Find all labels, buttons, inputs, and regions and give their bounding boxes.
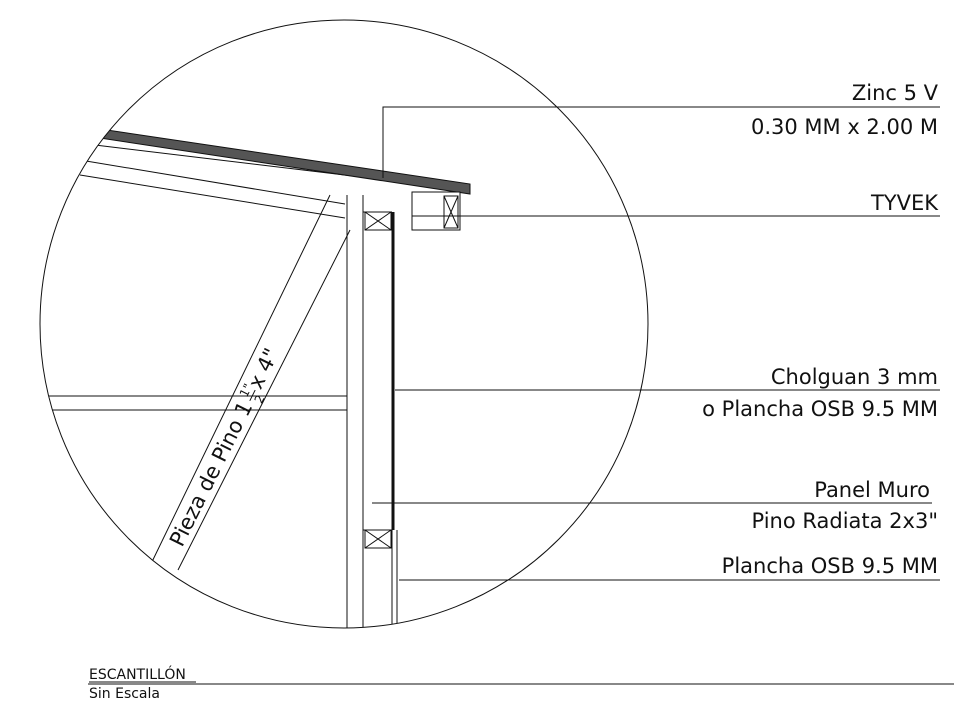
wall-panel-frame (363, 211, 393, 628)
label-cholguan-1: Cholguan 3 mm (771, 365, 938, 389)
brace-frac-num: 1" (237, 381, 255, 399)
diagonal-brace (147, 194, 351, 571)
label-zinc-1: Zinc 5 V (852, 81, 939, 105)
brace-label-prefix: Pieza de Pino 1 (165, 398, 257, 551)
brace-label-suffix: x 4" (244, 344, 284, 392)
blocking-fascia (443, 195, 459, 229)
fascia-board (411, 191, 461, 231)
label-cholguan-2: o Plancha OSB 9.5 MM (702, 397, 938, 421)
label-panel-1: Panel Muro (814, 478, 930, 502)
footer-title: ESCANTILLÓN (89, 665, 186, 683)
blocking-top (364, 211, 392, 231)
label-zinc-2: 0.30 MM x 2.00 M (751, 115, 938, 139)
vertical-post (346, 195, 364, 628)
detail-circle (39, 19, 649, 629)
horizontal-beam (40, 395, 347, 411)
zinc-roof-sheet (79, 125, 471, 195)
brace-frac-den: 2 (252, 393, 268, 406)
brace-label: Pieza de Pino 1 1" 2 x 4" (165, 344, 284, 551)
label-panel-2: Pino Radiata 2x3" (752, 509, 939, 533)
leader-zinc (382, 106, 940, 178)
label-osb: Plancha OSB 9.5 MM (722, 554, 938, 578)
blocking-bottom (364, 529, 392, 549)
svg-text:Pieza de Pino 1: Pieza de Pino 1 (165, 398, 257, 551)
detail-circle-content (40, 125, 471, 628)
footer-scale: Sin Escala (89, 686, 160, 702)
label-tyvek: TYVEK (870, 191, 939, 215)
